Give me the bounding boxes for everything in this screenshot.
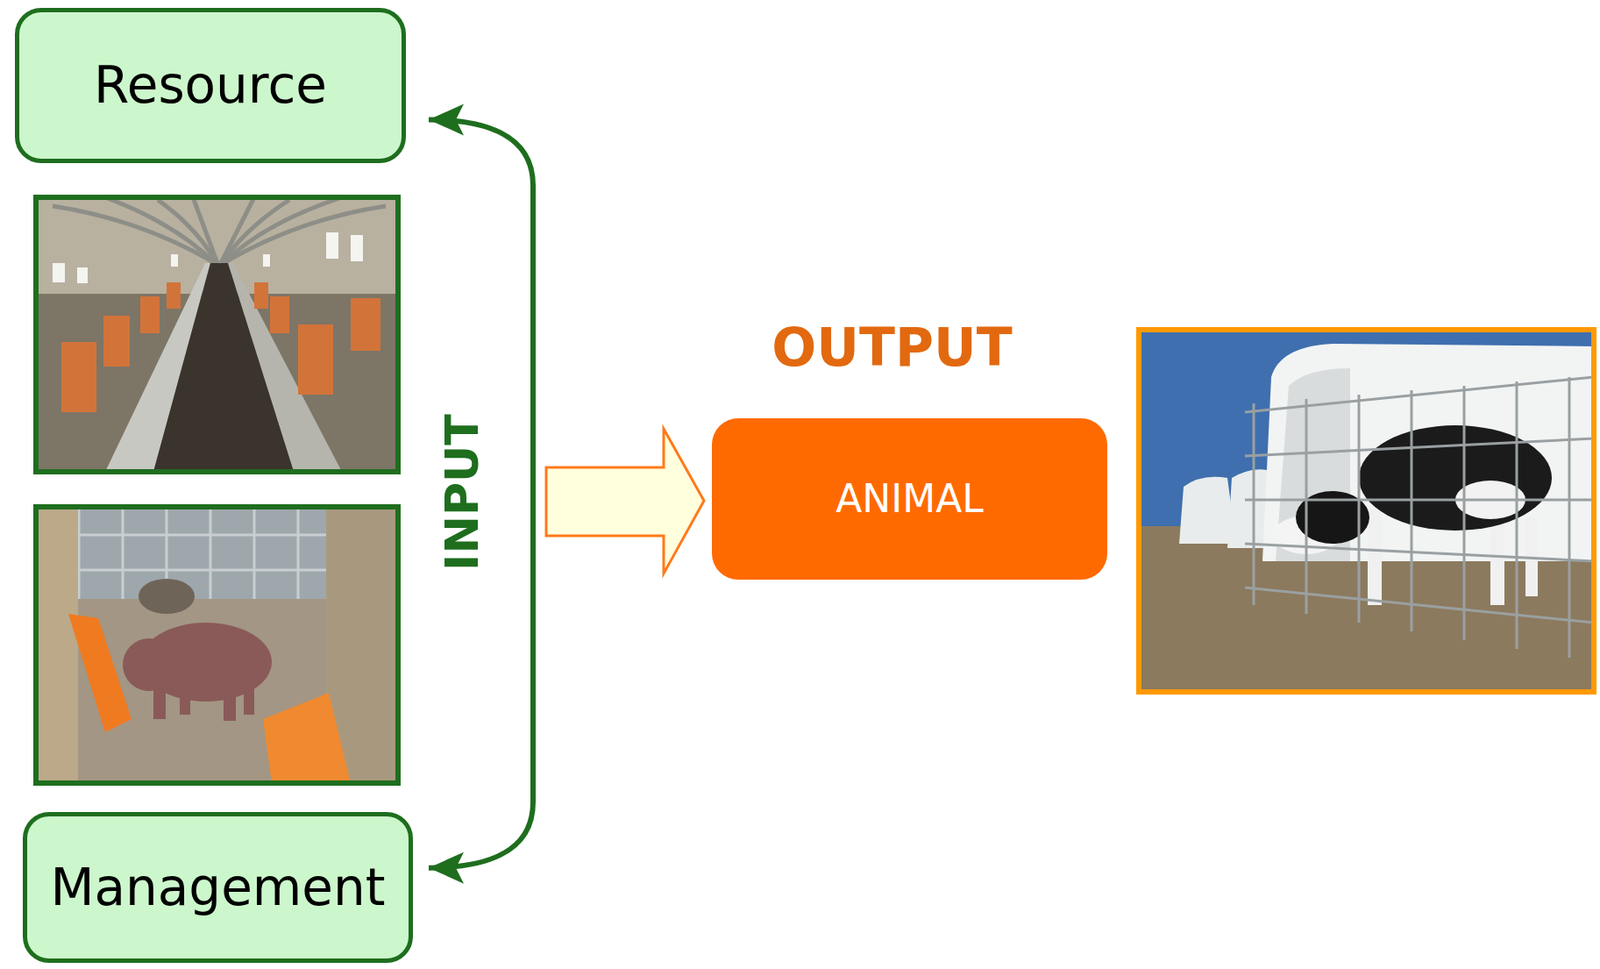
input-box: Resource [14, 7, 406, 164]
barrel [138, 578, 195, 614]
input-box: Management [22, 811, 413, 963]
sky [1138, 329, 1594, 692]
photo-frame [35, 506, 399, 783]
bracket-label: INPUT [436, 414, 487, 572]
pen-ground [35, 506, 399, 783]
board-right [263, 692, 351, 783]
barn-arches [52, 197, 386, 264]
box-heading: OUTPUT [771, 317, 1012, 378]
box-label: ANIMAL [835, 476, 984, 522]
pig-photo [35, 506, 399, 783]
block-arrow [546, 428, 704, 574]
wire-mesh [1244, 376, 1594, 658]
box-label: Management [49, 858, 385, 918]
person-left [35, 506, 79, 783]
photo-frame [1138, 329, 1594, 692]
bracket-arrow [428, 119, 534, 868]
barn-photo [35, 197, 399, 472]
box-label: Resource [93, 56, 328, 115]
board-left [68, 613, 132, 733]
output-box: OUTPUTANIMAL [711, 418, 1108, 580]
barn-aisle [153, 263, 294, 472]
calf-photo [1138, 329, 1594, 692]
barn-ground [35, 197, 399, 472]
pig [122, 622, 272, 721]
photo-frame [35, 197, 399, 472]
feeders [61, 282, 381, 413]
